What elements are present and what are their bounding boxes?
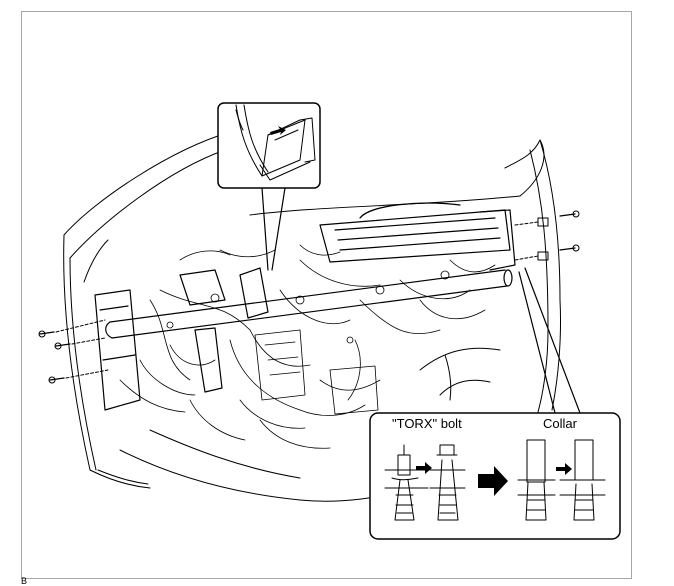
connector-callout-leader xyxy=(261,187,286,271)
right-collar-2 xyxy=(514,251,549,261)
left-bolt-3 xyxy=(48,369,109,384)
collar-label: Collar xyxy=(543,416,577,431)
right-bolt-1 xyxy=(559,210,580,218)
arrow-right-icon xyxy=(416,462,432,474)
right-bolts xyxy=(514,210,580,261)
detail-callout-leader xyxy=(518,267,581,414)
torx-bolt-after xyxy=(429,444,466,521)
torx-bolt-label: "TORX" bolt xyxy=(392,416,462,431)
collar-before xyxy=(517,439,556,521)
left-bolt-2 xyxy=(54,337,106,350)
corner-mark: B xyxy=(21,576,28,586)
right-collar-1 xyxy=(514,217,549,227)
wiring-harness xyxy=(119,244,496,449)
connector-detail-callout xyxy=(217,102,321,189)
bold-arrow-right-icon xyxy=(478,466,508,496)
reinforcement-beam xyxy=(94,202,516,411)
torx-bolt-before xyxy=(384,444,429,521)
left-bolt-1 xyxy=(38,319,106,338)
collar-after xyxy=(559,439,606,521)
vehicle-body-outline xyxy=(63,131,562,502)
right-bolt-2 xyxy=(559,244,580,252)
collar-arrow-right-icon xyxy=(556,463,572,475)
left-bolts xyxy=(38,319,109,384)
connector-arrow-icon xyxy=(270,126,286,135)
